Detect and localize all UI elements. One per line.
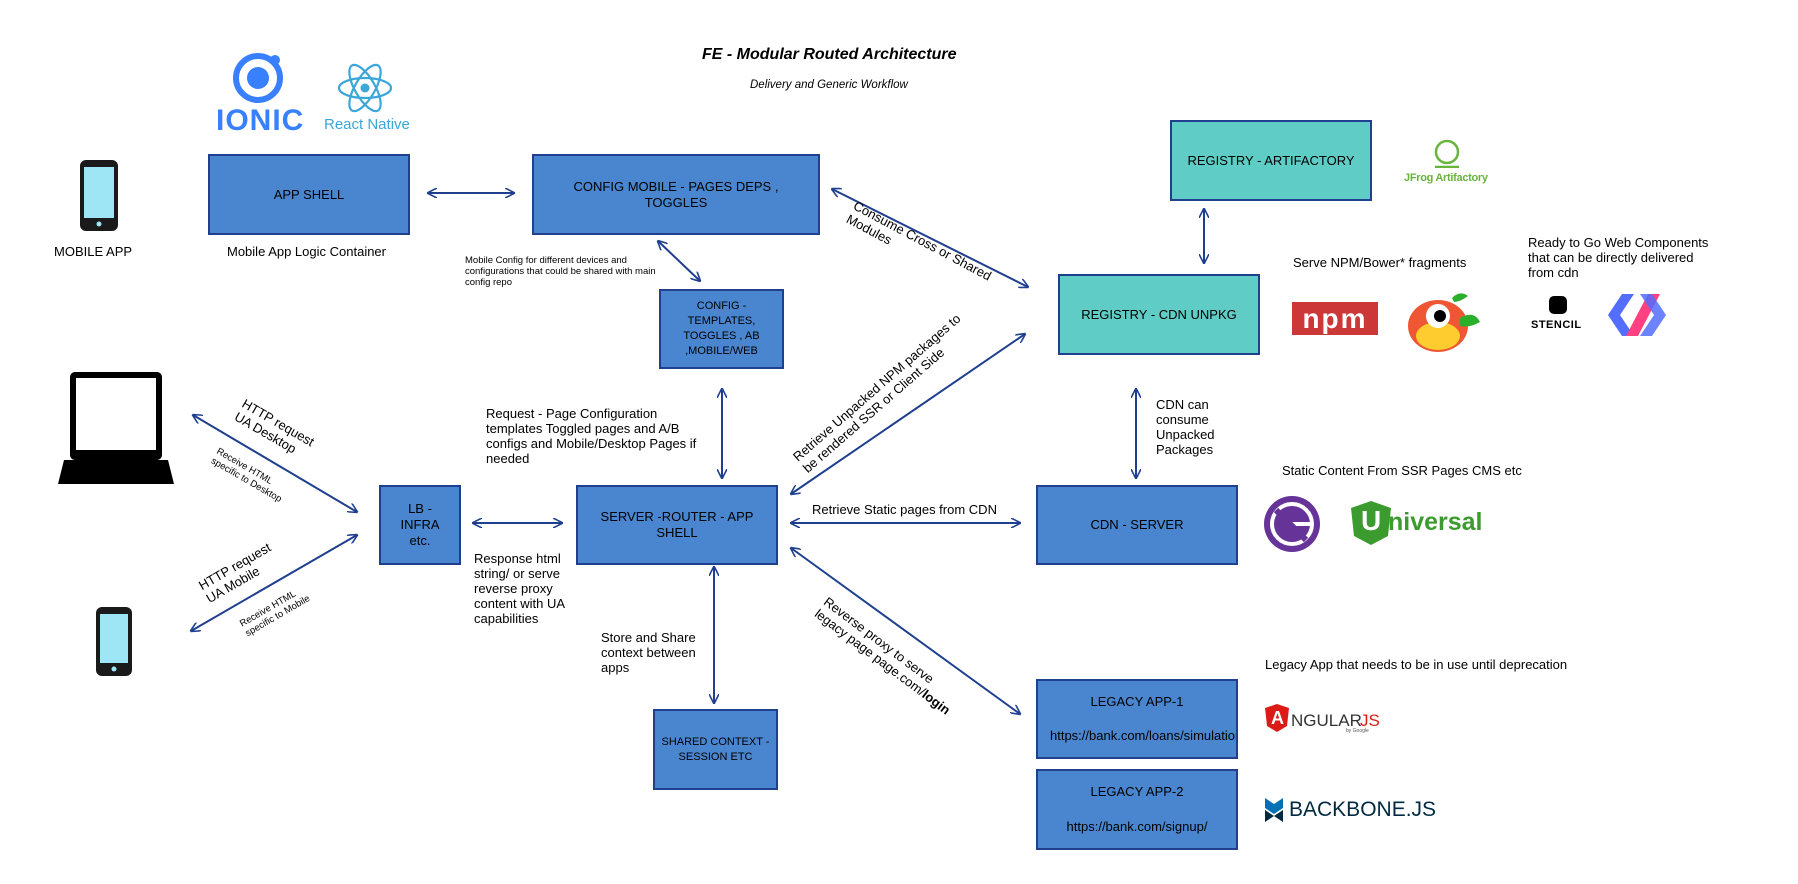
config-mobile-box: CONFIG MOBILE - PAGES DEPS , TOGGLES (532, 154, 820, 235)
mobile-phone-icon-bottom (96, 607, 132, 676)
config-templates-label: CONFIG - TEMPLATES, TOGGLES , AB ,MOBILE… (683, 300, 760, 357)
stencil-icon (1549, 296, 1567, 314)
legacy-note-label: Legacy App that needs to be in use until… (1265, 657, 1568, 672)
config-mobile-label: CONFIG MOBILE - PAGES DEPS , TOGGLES (573, 178, 779, 210)
registry-cdn-box: REGISTRY - CDN UNPKG (1058, 274, 1260, 355)
server-router-box: SERVER -ROUTER - APP SHELL (576, 485, 778, 565)
jfrog-wordmark: JFrog Artifactory (1404, 172, 1488, 184)
react-native-wordmark: React Native (324, 116, 410, 133)
diagram-title: FE - Modular Routed Architecture (702, 46, 957, 63)
bower-bird-icon (1408, 293, 1480, 352)
server-router-label: SERVER -ROUTER - APP SHELL (600, 509, 754, 540)
legacy-app-1-box: LEGACY APP-1 https://bank.com/loans/simu… (1036, 679, 1238, 759)
arrow-phone-lb (191, 535, 357, 631)
registry-artifactory-label: REGISTRY - ARTIFACTORY (1187, 152, 1355, 168)
polymer-icon (1608, 294, 1666, 336)
app-shell-label: APP SHELL (273, 186, 345, 202)
cdn-server-label: CDN - SERVER (1090, 517, 1184, 532)
ionic-icon (233, 53, 283, 103)
arrow-configmobile-configtemplates (658, 241, 700, 281)
response-html-label: Response html string/ or serve reverse p… (474, 551, 565, 626)
stencil-wordmark: STENCIL (1531, 319, 1582, 331)
mobile-config-note: Mobile Config for different devices and … (465, 255, 656, 288)
store-share-label: Store and Share context between apps (601, 630, 696, 675)
laptop-icon (58, 372, 174, 484)
jfrog-logo: JFrog Artifactory (1402, 138, 1492, 190)
npm-wordmark: npm (1302, 302, 1368, 334)
retrieve-static-label: Retrieve Static pages from CDN (812, 502, 997, 517)
react-icon (337, 63, 393, 113)
react-native-logo: React Native (324, 62, 420, 136)
registry-cdn-label: REGISTRY - CDN UNPKG (1081, 306, 1237, 322)
lb-infra-label: LB - INFRA etc. (400, 501, 440, 548)
legacy-app-2-box: LEGACY APP-2 https://bank.com/signup/ (1036, 769, 1238, 850)
ionic-logo: IONIC (216, 52, 303, 138)
arrow-router-registrycdn (791, 334, 1025, 494)
stencil-logo: STENCIL (1528, 296, 1588, 336)
cdn-server-box: CDN - SERVER (1036, 485, 1238, 565)
shared-context-label: SHARED CONTEXT - SESSION ETC (661, 735, 770, 763)
arrow-router-legacy (791, 548, 1020, 714)
mobile-app-logic-label: Mobile App Logic Container (227, 244, 386, 259)
jfrog-icon (1434, 139, 1460, 169)
arrow-laptop-lb (193, 415, 357, 512)
universal-wordmark: niversal (1388, 508, 1483, 536)
angular-wordmark: NGULAR (1291, 711, 1362, 730)
angular-by-google: by Google (1346, 728, 1369, 734)
ready-to-go-label: Ready to Go Web Components that can be d… (1528, 235, 1709, 280)
backbone-logo: BACKBONE.JS (1263, 795, 1436, 825)
lb-infra-box: LB - INFRA etc. (379, 485, 461, 565)
angular-a: A (1271, 708, 1284, 728)
legacy-app-2-url: https://bank.com/signup/ (1066, 818, 1208, 834)
angular-js: JS (1360, 711, 1380, 730)
universal-shield-icon (1351, 501, 1391, 545)
shared-context-box: SHARED CONTEXT - SESSION ETC (653, 709, 778, 790)
angularjs-logo: A NGULAR JS by Google (1264, 703, 1384, 735)
ionic-wordmark: IONIC (216, 104, 305, 137)
app-shell-box: APP SHELL (208, 154, 410, 235)
legacy-app-1-title: LEGACY APP-1 (1090, 694, 1184, 709)
registry-artifactory-box: REGISTRY - ARTIFACTORY (1170, 120, 1372, 201)
legacy-app-2-title: LEGACY APP-2 (1090, 784, 1184, 800)
arrow-configmobile-registrycdn (832, 189, 1028, 287)
backbone-wordmark: BACKBONE.JS (1289, 798, 1437, 821)
request-page-config-label: Request - Page Configuration templates T… (486, 406, 697, 466)
universal-logo: U niversal (1350, 500, 1490, 546)
cdn-can-consume-label: CDN can consume Unpacked Packages (1156, 397, 1215, 457)
mobile-phone-icon (80, 160, 118, 231)
angular-shield-icon (1265, 704, 1289, 732)
backbone-icon (1265, 798, 1283, 822)
mobile-app-label: MOBILE APP (54, 244, 133, 259)
legacy-app-1-url: https://bank.com/loans/simulation (1050, 728, 1238, 743)
config-templates-box: CONFIG - TEMPLATES, TOGGLES , AB ,MOBILE… (659, 289, 784, 369)
static-content-label: Static Content From SSR Pages CMS etc (1282, 463, 1522, 478)
npm-logo: npm (1292, 302, 1378, 335)
diagram-subtitle: Delivery and Generic Workflow (750, 79, 908, 91)
universal-u: U (1361, 505, 1382, 536)
gatsby-icon (1264, 496, 1320, 552)
serve-npm-label: Serve NPM/Bower* fragments (1293, 255, 1467, 270)
